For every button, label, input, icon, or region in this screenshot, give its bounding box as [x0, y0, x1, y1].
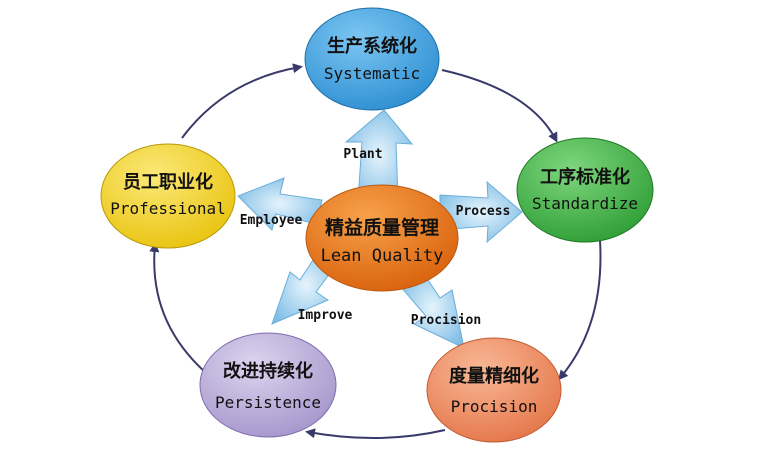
spoke-arrow-employee: [237, 177, 323, 231]
node-professional: 员工职业化 Professional: [100, 143, 236, 249]
node-systematic-cn: 生产系统化: [327, 35, 417, 57]
label-improve: Improve: [298, 308, 353, 323]
spoke-arrow-procision: [399, 267, 465, 349]
center-title-cn: 精益质量管理: [325, 216, 439, 239]
node-professional-cn: 员工职业化: [123, 171, 213, 193]
node-professional-en: Professional: [110, 199, 226, 218]
node-persistence-cn: 改进持续化: [223, 360, 313, 382]
cycle-arrow-persistence-professional: [149, 242, 206, 373]
node-standardize: 工序标准化 Standardize: [516, 137, 654, 243]
node-systematic: 生产系统化 Systematic: [304, 7, 440, 111]
node-procision-en: Procision: [451, 397, 538, 416]
node-procision-cn: 度量精细化: [449, 365, 539, 387]
cycle-arrow-procision-persistence: [305, 428, 446, 439]
cycle-arrow-professional-systematic: [181, 63, 303, 139]
label-procision: Procision: [411, 313, 481, 328]
node-standardize-cn: 工序标准化: [540, 166, 630, 188]
node-procision: 度量精细化 Procision: [426, 337, 562, 443]
cycle-arrow-standardize-procision: [558, 239, 602, 381]
node-standardize-en: Standardize: [532, 194, 638, 213]
node-systematic-en: Systematic: [324, 64, 420, 83]
label-process: Process: [456, 204, 511, 219]
center-node: 精益质量管理 Lean Quality: [305, 184, 459, 292]
label-employee: Employee: [240, 213, 303, 228]
node-persistence: 改进持续化 Persistence: [199, 332, 337, 438]
label-plant: Plant: [343, 147, 382, 162]
node-persistence-en: Persistence: [215, 393, 321, 412]
cycle-arrow-systematic-standardize: [441, 69, 558, 143]
cycle-arrows: [149, 63, 602, 439]
center-title-en: Lean Quality: [321, 246, 444, 266]
